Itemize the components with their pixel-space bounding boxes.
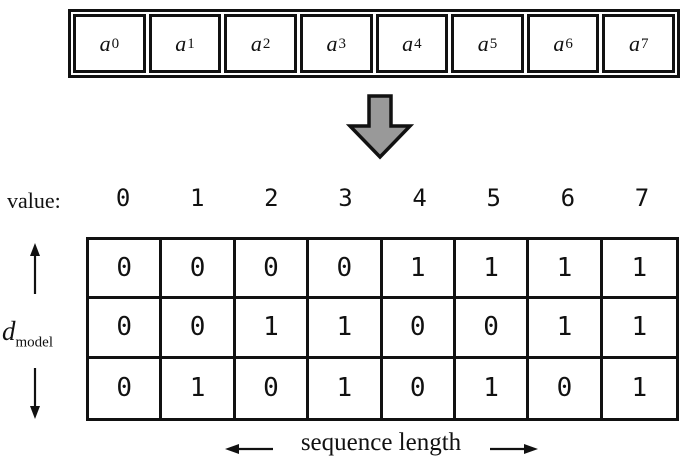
dmodel-base: d [2,316,16,346]
matrix-cell-r1-c4: 0 [382,299,456,359]
matrix-cell-r2-c0: 0 [89,358,163,418]
matrix-cell-r2-c1: 1 [162,358,236,418]
matrix-cell-r0-c1: 0 [162,240,236,300]
matrix-cell-r1-c5: 0 [455,299,530,359]
matrix-cell-r2-c2: 0 [236,358,310,418]
matrix-cell-r0-c7: 1 [602,240,676,300]
dmodel-subscript: model [15,334,54,351]
block-down-arrow-icon [346,94,414,160]
matrix-cell-r0-c3: 0 [309,240,383,300]
matrix-cell-r1-c2: 1 [235,299,310,359]
matrix-cell-r2-c5: 1 [456,358,530,418]
matrix-cell-r1-c6: 1 [529,299,603,359]
up-arrow-icon [30,243,40,294]
matrix-cell-r1-c3: 1 [309,299,383,359]
right-arrow-icon [490,444,538,454]
matrix-cell-r2-c6: 0 [529,358,603,418]
value-digit-4: 4 [412,184,427,212]
matrix-cell-r0-c6: 1 [529,240,603,300]
matrix-cell-r0-c0: 0 [89,240,163,300]
matrix-cell-r1-c7: 1 [602,299,676,359]
matrix-cell-r1-c1: 0 [162,299,236,359]
value-digit-3: 3 [338,184,353,212]
value-digit-0: 0 [115,184,131,212]
matrix-cell-r0-c4: 1 [382,240,456,300]
matrix-cell-r2-c7: 1 [631,373,648,404]
value-row-label: value: [7,188,61,213]
left-arrow-icon [225,444,273,454]
matrix-cell-r0-c5: 1 [455,240,530,300]
sequence-length-label: sequence length [300,429,462,456]
matrix-cell-r2-c3: 1 [309,358,383,418]
down-arrow-icon [30,368,40,419]
value-digit-2: 2 [264,184,279,212]
value-digit-7: 7 [634,184,650,212]
matrix-cell-r1-c0: 0 [89,299,163,359]
value-digit-1: 1 [189,184,205,212]
value-digit-5: 5 [486,184,501,212]
value-row-digits: 0 1 2 3 4 5 6 7 [86,184,679,212]
matrix-cell-r0-c2: 0 [235,240,310,300]
value-digit-6: 6 [560,184,576,212]
matrix-cell-r2-c4: 0 [383,358,456,418]
dmodel-axis-label: dmodel [2,316,64,351]
